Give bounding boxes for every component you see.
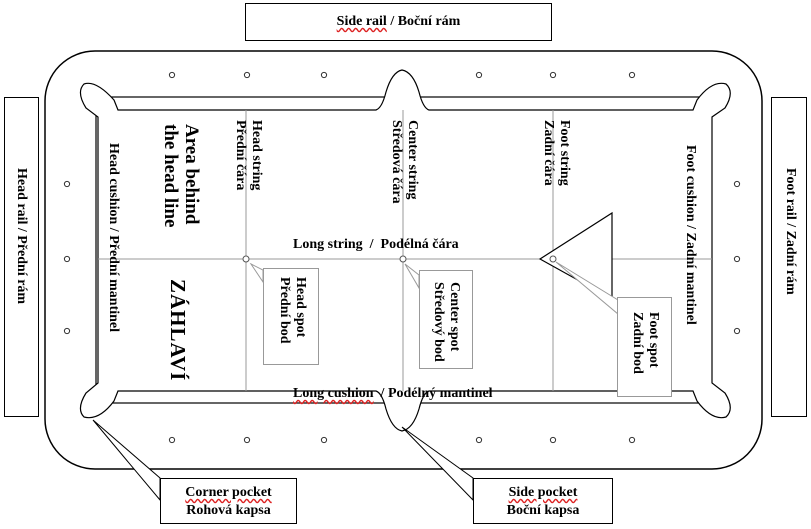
head-rail-label: Head rail / Přední rám xyxy=(14,168,29,305)
head-string-label: Head string Přední čára xyxy=(232,120,264,190)
diamond xyxy=(733,180,741,188)
head-cushion-label: Head cushion / Přední mantinel xyxy=(106,143,121,333)
diamond xyxy=(243,71,251,79)
foot-spot-label-box xyxy=(617,297,672,397)
area-behind-line1: Area behind xyxy=(181,124,202,225)
head-spot-label-box xyxy=(263,268,319,365)
foot-rail-label-box xyxy=(771,97,807,417)
center-string-label-en: Center string xyxy=(405,120,420,200)
diamond xyxy=(733,255,741,263)
corner-pocket-label-en: Corner pocket xyxy=(185,485,272,500)
long-cushion-label-sep: / xyxy=(373,386,388,401)
side-rail-label-box: Side rail / Boční rám xyxy=(245,3,552,41)
long-string-label: Long string / Podélná čára xyxy=(293,237,459,253)
foot-string-label: Foot string Zadní čára xyxy=(540,120,572,186)
foot-string-label-en: Foot string xyxy=(557,120,572,186)
center-string-label: Center string Středová čára xyxy=(388,120,420,204)
diamond xyxy=(63,327,71,335)
foot-spot xyxy=(549,255,557,263)
long-cushion-label-en: Long cushion xyxy=(293,386,374,401)
area-behind-line2: the head line xyxy=(160,124,181,228)
diamond xyxy=(628,71,636,79)
diamond xyxy=(63,255,71,263)
diamond xyxy=(243,436,251,444)
diamond xyxy=(63,180,71,188)
head-string-label-cz: Přední čára xyxy=(233,120,248,191)
foot-spot-label-en: Foot spot xyxy=(646,312,661,368)
diamond xyxy=(320,436,328,444)
long-cushion-label: Long cushion / Podélný mantinel xyxy=(293,386,493,402)
foot-rail-label: Foot rail / Zadní rám xyxy=(783,168,798,295)
center-spot xyxy=(399,255,407,263)
corner-pocket-label-cz: Rohová kapsa xyxy=(186,503,271,518)
side-pocket-label-box: Side pocket Boční kapsa xyxy=(473,478,613,524)
cushion-outline xyxy=(79,69,731,432)
center-spot-label-cz: Středový bod xyxy=(431,282,446,362)
long-string-label-sep: / xyxy=(362,237,381,252)
long-cushion-label-cz: Podélný mantinel xyxy=(387,386,493,401)
diamond xyxy=(168,436,176,444)
foot-spot-label-cz: Zadní bod xyxy=(630,312,645,374)
foot-cushion-label: Foot cushion / Zadní mantinel xyxy=(683,145,698,325)
head-spot-label-cz: Přední bod xyxy=(277,277,292,344)
diamonds xyxy=(63,71,741,444)
head-spot-label: Head spot Přední bod xyxy=(276,277,308,344)
head-spot-label-en: Head spot xyxy=(293,277,308,338)
diamond xyxy=(628,436,636,444)
diamond xyxy=(168,71,176,79)
side-rail-label-en: Side rail xyxy=(336,14,387,29)
diamond xyxy=(549,71,557,79)
center-spot-label-en: Center spot xyxy=(447,282,462,352)
head-spot xyxy=(242,255,250,263)
head-rail-label-box xyxy=(4,97,39,417)
foot-string-label-cz: Zadní čára xyxy=(541,120,556,186)
diamond xyxy=(320,71,328,79)
long-string-label-en: Long string xyxy=(293,237,363,252)
diamond xyxy=(733,327,741,335)
diamond xyxy=(475,436,483,444)
side-pocket-label-cz: Boční kapsa xyxy=(506,503,580,518)
center-spot-label-box xyxy=(419,270,473,369)
center-spot-label: Center spot Středový bod xyxy=(430,282,462,362)
diamond xyxy=(549,436,557,444)
head-string-label-en: Head string xyxy=(249,120,264,191)
foot-spot-label: Foot spot Zadní bod xyxy=(629,312,661,374)
zahlavi-label: ZÁHLAVÍ xyxy=(166,279,190,382)
diamond xyxy=(475,71,483,79)
long-string-label-cz: Podélná čára xyxy=(380,237,459,252)
center-string-label-cz: Středová čára xyxy=(389,120,404,204)
side-pocket-label-en: Side pocket xyxy=(508,485,578,500)
area-behind-label: Area behind the head line xyxy=(160,124,202,227)
side-rail-label-cz: Boční rám xyxy=(397,14,461,29)
side-rail-label-sep: / xyxy=(386,14,398,29)
corner-pocket-label-box: Corner pocket Rohová kapsa xyxy=(160,478,297,524)
